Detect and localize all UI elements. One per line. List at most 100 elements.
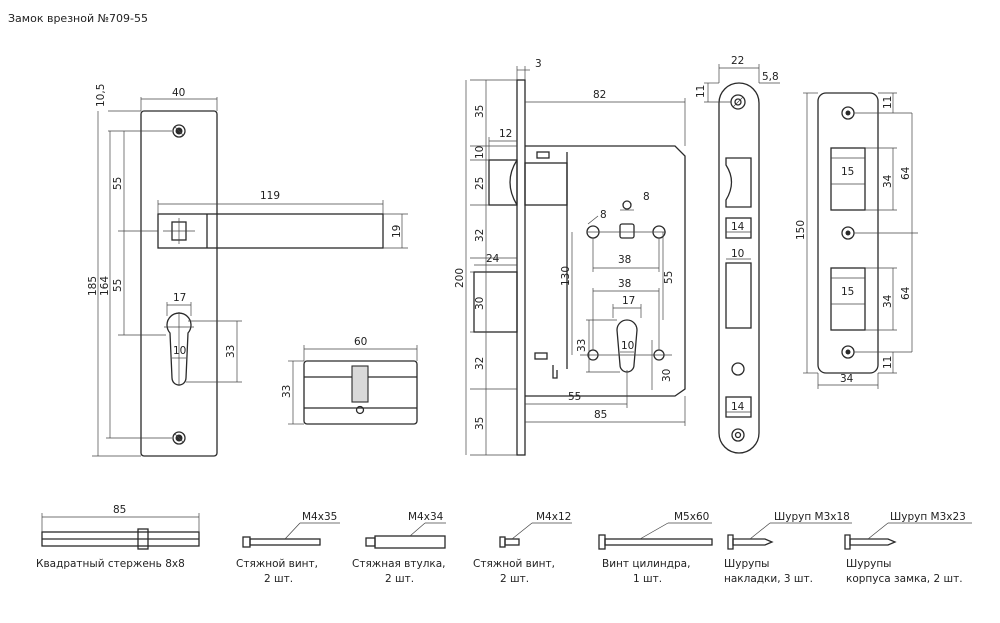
svg-text:Шурупы: Шурупы <box>846 558 891 570</box>
dim-hole-8: 8 <box>600 209 607 221</box>
dim-body-82: 82 <box>593 89 606 101</box>
faceplate-view: 22 5,8 11 14 10 14 <box>695 55 780 454</box>
size-m5x60: M5x60 <box>674 511 709 523</box>
dim-cylinder-length: 60 <box>354 336 367 348</box>
cylinder-screw-m5x60: M5x60 Винт цилиндра, 1 шт. <box>598 511 713 585</box>
svg-text:Шурупы: Шурупы <box>724 558 769 570</box>
dim-left-32b: 32 <box>474 357 486 370</box>
dim-cyl-30: 30 <box>661 369 673 382</box>
dim-face-14b: 14 <box>731 401 745 413</box>
escutcheon-plate-view: 40 10,5 55 55 185 164 119 19 17 10 33 <box>87 84 408 457</box>
dim-38a: 38 <box>618 254 631 266</box>
dim-face-22: 22 <box>731 55 744 67</box>
dim-face-10: 10 <box>731 248 744 260</box>
dim-strike-34a: 34 <box>882 174 894 188</box>
dim-164: 164 <box>99 276 111 296</box>
svg-text:накладки, 3 шт.: накладки, 3 шт. <box>724 573 813 585</box>
tie-screw-m4x12: M4x12 Стяжной винт, 2 шт. <box>473 511 572 585</box>
dim-130: 130 <box>560 266 572 286</box>
dim-strike-34w: 34 <box>840 373 854 385</box>
dim-strike-34b: 34 <box>882 294 894 308</box>
dim-cyl-17: 17 <box>622 295 635 307</box>
size-m3x18: Шуруп M3x18 <box>774 511 850 523</box>
faceplate-screw-bottom <box>731 428 745 442</box>
dim-face-14a: 14 <box>731 221 745 233</box>
cylinder-view: 60 33 <box>281 336 418 425</box>
latch-slot <box>536 151 550 159</box>
dim-strike-11b: 11 <box>882 356 894 369</box>
latch-bolt <box>488 159 518 206</box>
size-m4x12: M4x12 <box>536 511 571 523</box>
dim-38b: 38 <box>618 278 631 290</box>
dim-upper-55: 55 <box>112 177 124 190</box>
tie-sleeve-m4x34: M4x34 Стяжная втулка, 2 шт. <box>352 511 446 585</box>
svg-text:2 шт.: 2 шт. <box>385 573 414 585</box>
dim-face-11: 11 <box>695 85 707 98</box>
dim-strike-15a: 15 <box>841 166 854 178</box>
faceplate-outline <box>718 82 760 454</box>
dim-left-10: 10 <box>474 146 486 159</box>
faceplate-edge <box>516 79 526 456</box>
dim-handle-height: 19 <box>391 225 403 238</box>
dim-left-25: 25 <box>474 177 486 190</box>
dim-front-3: 3 <box>535 58 542 70</box>
dim-key-33: 33 <box>225 345 237 358</box>
lock-case <box>525 145 686 397</box>
cylinder-screw-hole <box>355 405 365 415</box>
dim-cyl-33: 33 <box>576 339 588 352</box>
dim-185: 185 <box>87 276 99 296</box>
svg-text:корпуса замка, 2 шт.: корпуса замка, 2 шт. <box>846 573 963 585</box>
strike-plate-view: 15 15 11 34 64 34 64 11 150 34 <box>795 92 918 389</box>
dim-left-35a: 35 <box>474 105 486 118</box>
cylinder-body <box>303 360 418 425</box>
svg-text:2 шт.: 2 шт. <box>264 573 293 585</box>
dim-back-85: 85 <box>594 409 607 421</box>
dim-left-35b: 35 <box>474 417 486 430</box>
dim-left-32a: 32 <box>474 229 486 242</box>
wood-screw-m3x23: Шуруп M3x23 Шурупы корпуса замка, 2 шт. <box>844 511 972 585</box>
dim-strike-64b: 64 <box>900 286 912 300</box>
dim-back-55: 55 <box>568 391 581 403</box>
accessories: 85 Квадратный стержень 8x8 M4x35 Стяжной… <box>36 504 972 585</box>
size-m3x23: Шуруп M3x23 <box>890 511 966 523</box>
size-m4x35: M4x35 <box>302 511 337 523</box>
cylinder-cutout <box>166 312 192 386</box>
dim-left-24: 24 <box>486 253 500 265</box>
dim-face-58: 5,8 <box>762 71 779 83</box>
svg-text:2 шт.: 2 шт. <box>500 573 529 585</box>
dim-latch-12: 12 <box>499 128 512 140</box>
dim-left-30a: 30 <box>474 297 486 310</box>
svg-text:Стяжная втулка,: Стяжная втулка, <box>352 558 446 570</box>
dim-cylinder-height: 33 <box>281 385 293 398</box>
cylinder-hole <box>616 319 638 373</box>
dim-strike-150: 150 <box>795 220 807 240</box>
dim-spindle-8: 8 <box>643 191 650 203</box>
dim-cyl-10: 10 <box>621 340 634 352</box>
strike-bolt-window <box>830 267 866 331</box>
bottom-screw <box>172 431 186 445</box>
dim-rod-85: 85 <box>113 504 126 516</box>
spindle-hole <box>619 223 635 239</box>
dim-strike-11a: 11 <box>882 96 894 109</box>
latch-opening <box>725 157 752 208</box>
size-m4x34: M4x34 <box>408 511 444 523</box>
tie-screw-m4x35: M4x35 Стяжной винт, 2 шт. <box>236 511 340 585</box>
dim-key-width: 17 <box>173 292 186 304</box>
dim-lower-55: 55 <box>112 279 124 292</box>
caption-square-rod: Квадратный стержень 8x8 <box>36 558 185 570</box>
plate-outline <box>140 110 218 457</box>
svg-text:Стяжной винт,: Стяжной винт, <box>236 558 318 570</box>
latch-housing <box>524 162 568 206</box>
strike-latch-window <box>830 147 866 211</box>
deadbolt-opening <box>725 262 752 329</box>
cylinder-cam <box>351 365 369 403</box>
dim-top-offset: 10,5 <box>95 84 107 107</box>
dim-200: 200 <box>454 268 466 288</box>
wood-screw-m3x18: Шуруп M3x18 Шурупы накладки, 3 шт. <box>724 511 852 585</box>
dim-v55: 55 <box>663 271 675 284</box>
svg-text:Винт цилиндра,: Винт цилиндра, <box>602 558 690 570</box>
svg-text:Стяжной винт,: Стяжной винт, <box>473 558 555 570</box>
dim-handle-length: 119 <box>260 190 280 202</box>
dim-key-10: 10 <box>173 345 186 357</box>
